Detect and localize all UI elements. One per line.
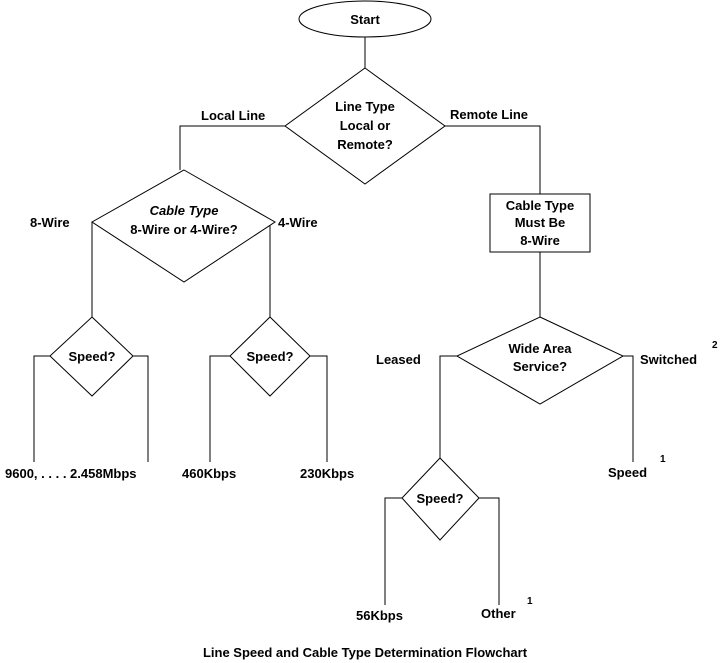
speed-leased-label: Speed? — [417, 491, 464, 506]
cable-type-diamond — [91, 169, 276, 283]
branch-leased-label: Leased — [376, 352, 421, 367]
connector-local-line — [179, 125, 285, 170]
line-type-label-2: Local or — [340, 118, 391, 133]
outcome-460kbps: 460Kbps — [182, 466, 236, 481]
branch-remote-line-label: Remote Line — [450, 107, 528, 122]
branch-4wire-label: 4-Wire — [278, 215, 318, 230]
speed-4wire-label: Speed? — [247, 349, 294, 364]
connector-speed-leased-right — [479, 497, 500, 605]
connector-speed-4wire-left — [209, 355, 230, 462]
wan-label-1: Wide Area — [509, 341, 573, 356]
cable-8wire-label-1: Cable Type — [506, 198, 574, 213]
connector-speed-4wire-right — [310, 355, 328, 462]
speed-leased-diamond — [401, 457, 480, 541]
wan-label-2: Service? — [513, 359, 567, 374]
branch-local-line-label: Local Line — [201, 108, 265, 123]
cable-8wire-rect — [489, 193, 591, 253]
line-type-decision: Line Type Local or Remote? — [284, 67, 446, 185]
outcome-switched-speed-footnote: 1 — [660, 454, 666, 465]
start-label: Start — [350, 12, 380, 27]
outcome-other-footnote: 1 — [527, 596, 533, 607]
cable-type-decision: Cable Type 8-Wire or 4-Wire? — [91, 169, 276, 283]
connector-speed-8wire-right — [133, 355, 149, 462]
start-ellipse — [298, 0, 432, 38]
outcome-other: Other — [481, 606, 516, 621]
speed-8wire-diamond — [49, 316, 134, 397]
speed-8wire-decision: Speed? — [49, 316, 134, 397]
cable-type-label-1: Cable Type — [150, 203, 219, 218]
speed-8wire-label: Speed? — [69, 349, 116, 364]
outcome-8wire-speed-range: 9600, . . . . 2.458Mbps — [5, 466, 137, 481]
cable-8wire-label-2: Must Be — [515, 215, 566, 230]
cable-8wire-label-3: 8-Wire — [520, 233, 560, 248]
cable-8wire-box: Cable Type Must Be 8-Wire — [489, 193, 591, 253]
branch-8wire-label: 8-Wire — [30, 215, 70, 230]
start-terminal: Start — [298, 0, 432, 38]
speed-4wire-diamond — [229, 316, 311, 397]
connectors — [33, 37, 634, 605]
line-type-label-1: Line Type — [335, 99, 395, 114]
outcome-switched-speed: Speed — [608, 465, 647, 480]
connector-switched — [623, 355, 634, 462]
outcome-230kbps: 230Kbps — [300, 466, 354, 481]
line-type-label-3: Remote? — [337, 137, 393, 152]
wan-diamond — [455, 316, 625, 405]
speed-4wire-decision: Speed? — [229, 316, 311, 397]
speed-leased-decision: Speed? — [401, 457, 480, 541]
diagram-caption: Line Speed and Cable Type Determination … — [203, 645, 528, 660]
line-type-diamond — [284, 67, 446, 185]
connector-remote-line — [445, 125, 541, 194]
wan-decision: Wide Area Service? — [455, 316, 625, 405]
connector-speed-8wire-left — [33, 355, 50, 462]
cable-type-label-2: 8-Wire or 4-Wire? — [130, 222, 237, 237]
branch-switched-label: Switched — [640, 352, 697, 367]
branch-switched-footnote: 2 — [712, 340, 718, 351]
connector-speed-leased-left — [384, 497, 402, 605]
connector-leased — [439, 355, 457, 458]
outcome-56kbps: 56Kbps — [356, 608, 403, 623]
